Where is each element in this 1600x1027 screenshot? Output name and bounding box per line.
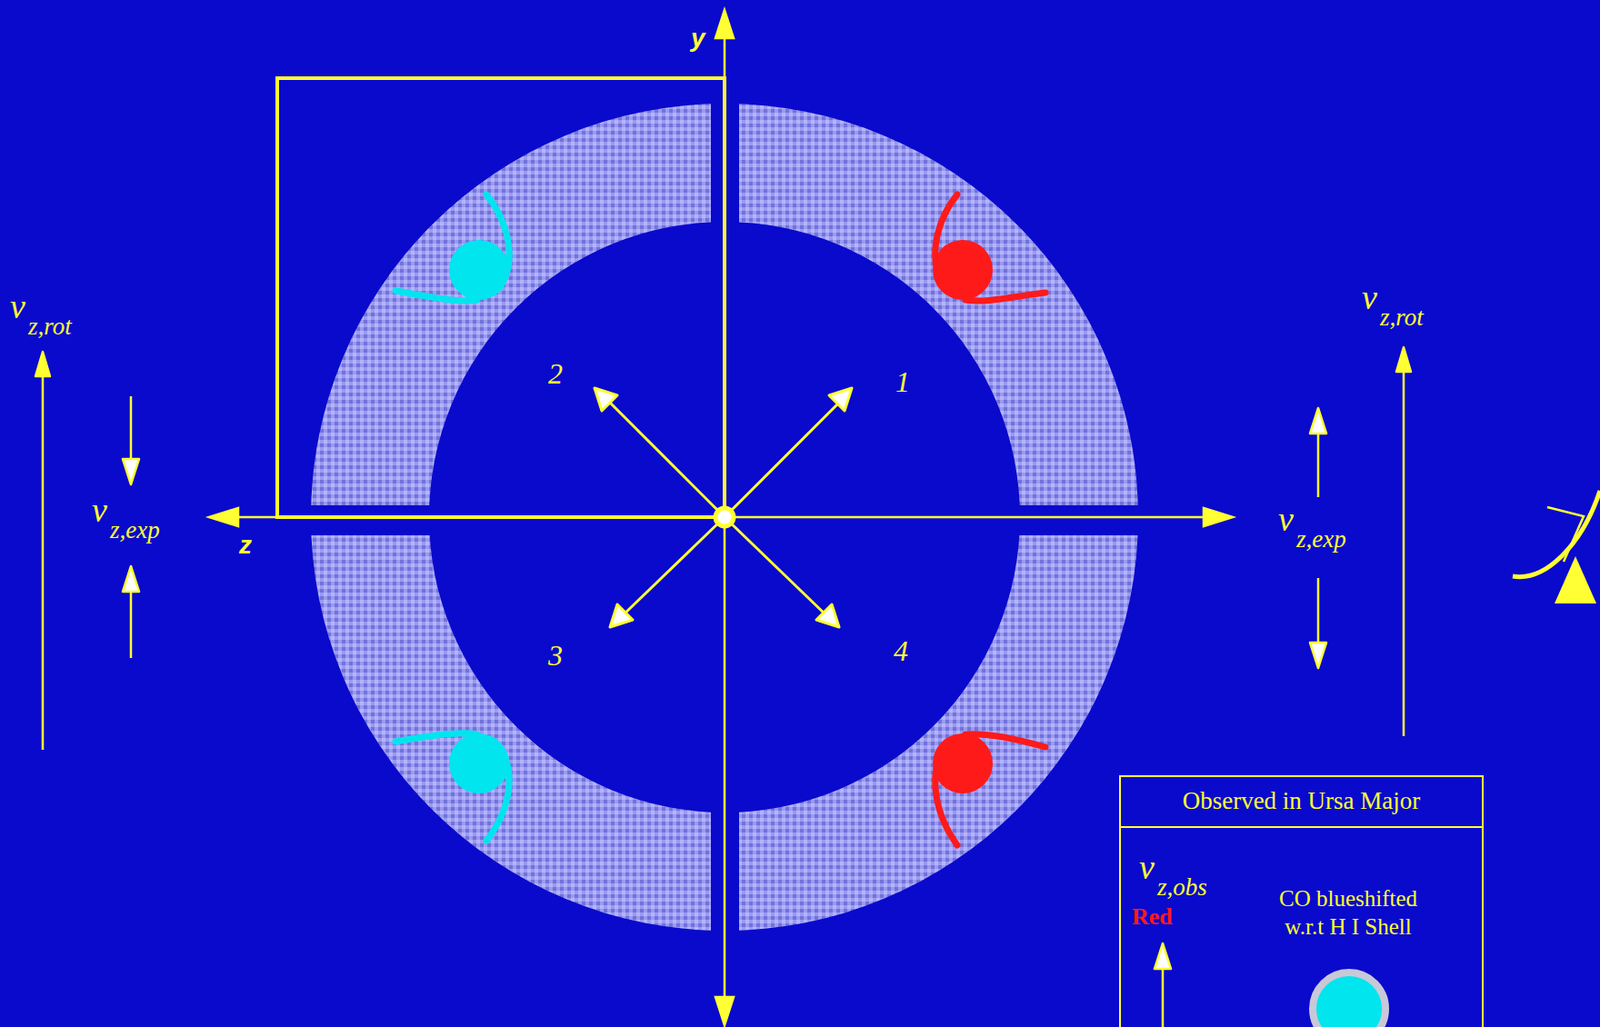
legend-title: Observed in Ursa Major [1120,786,1482,818]
callout-number: 1 [895,367,910,397]
velocity-label: v [91,492,108,528]
arrowheads [594,388,852,628]
direction-arrows [606,399,843,618]
shell-symbol [1312,972,1386,1027]
legend-box: Observed in Ursa Major vz,obsRed CO bluesh… [1119,775,1484,1027]
legend-text: CO blueshifted w.r.t H I Shell [1257,884,1440,942]
quadrant-box [277,78,725,518]
callout-number: 4 [893,636,909,666]
velocity-label: z,rot [28,314,72,340]
callout-number: 3 [548,640,563,670]
telescope [1512,490,1600,604]
axis-label: z [239,532,252,559]
axes [209,10,1233,1026]
shell-gap [290,505,1164,536]
velocity-heads [35,347,1411,970]
galaxy-blue [395,733,510,841]
legend-text: v [1139,850,1155,885]
legend-text: z,obs [1157,875,1208,900]
velocity-label: z,exp [1296,527,1347,552]
velocity-label: v [1278,501,1294,537]
color-label: Red [1131,902,1173,933]
legend-divider [1120,826,1482,829]
velocity-arrows [42,368,1404,1027]
velocity-label: z,exp [110,518,160,543]
velocity-label: z,rot [1380,305,1424,330]
origin [715,508,734,527]
axis-label: y [690,25,706,51]
galaxy-red [932,194,1046,301]
galaxy-red [932,733,1046,846]
galaxy-blue [395,194,510,301]
velocity-label: v [10,289,26,324]
callout-number: 2 [548,359,563,389]
velocity-label: v [1361,280,1378,315]
